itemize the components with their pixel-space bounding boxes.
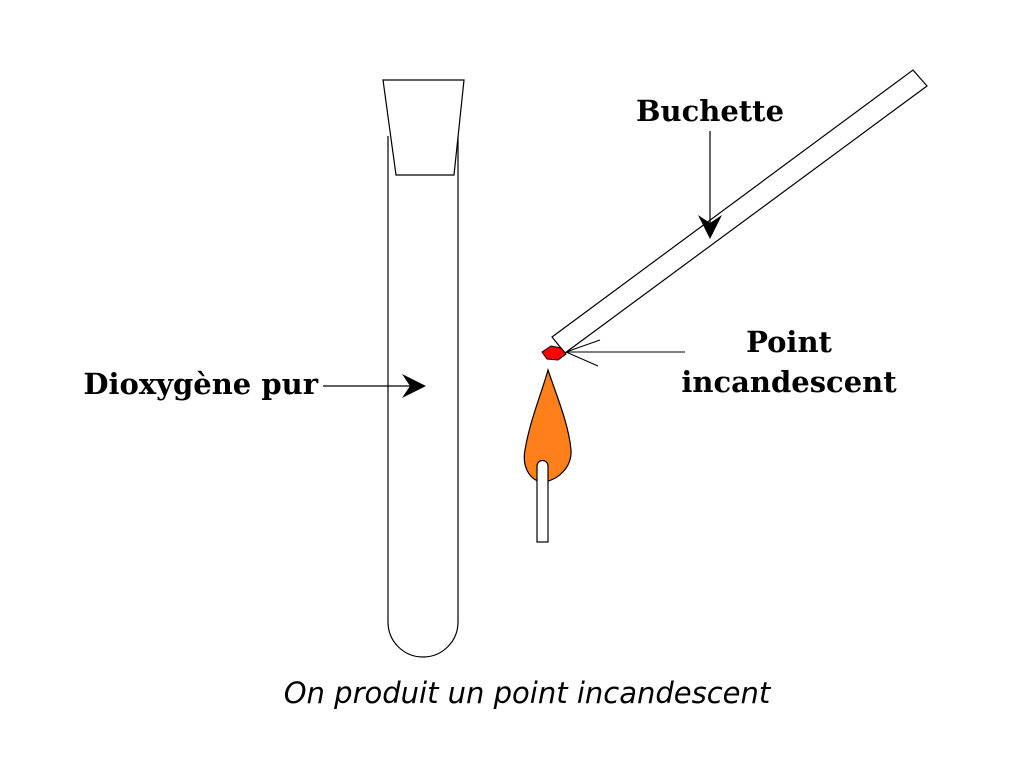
splint [541,69,928,361]
annotation-arrows [323,131,722,398]
test-tube-stopper [382,79,465,176]
match [523,367,572,543]
glowing-ember [541,345,567,361]
label-point-line1: Point [746,325,832,359]
caption: On produit un point incandescent [284,676,772,710]
match-head-inner [536,459,549,484]
ember-pointer [565,339,685,367]
label-dioxygene: Dioxygène pur [83,367,318,401]
label-point-line2: incandescent [681,365,897,399]
label-buchette: Buchette [636,94,784,128]
test-tube-body [387,136,459,658]
test-tube [382,79,465,658]
